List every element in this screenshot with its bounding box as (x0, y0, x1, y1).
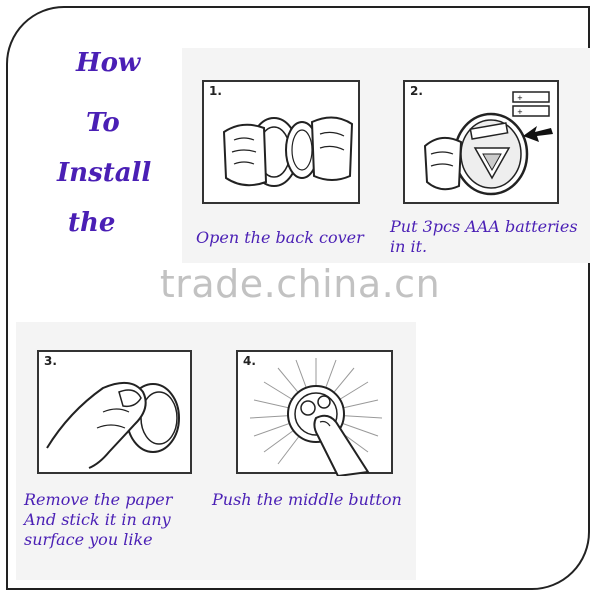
step-4-caption: Push the middle button (212, 490, 402, 509)
finger-pushing-button-icon (249, 358, 383, 476)
svg-text:+: + (517, 108, 523, 116)
step-2-illustration: 2. + + (403, 80, 559, 204)
title-the: the (68, 208, 116, 238)
step-3-illustration: 3. (37, 350, 192, 474)
hand-sticking-light-icon (46, 381, 180, 469)
title-install: Install (57, 158, 152, 188)
title-how: How (76, 48, 141, 78)
battery-insert-icon: + + (423, 91, 553, 196)
page-frame (6, 6, 590, 590)
title-to: To (86, 108, 120, 138)
step-2-number: 2. (410, 84, 423, 98)
step-3-caption: Remove the paper And stick it in any sur… (24, 490, 173, 549)
step-1-illustration: 1. (202, 80, 360, 204)
step-1-caption: Open the back cover (196, 228, 364, 247)
step-4-illustration: 4. (236, 350, 393, 476)
step-4-number: 4. (243, 354, 256, 368)
step-2-caption: Put 3pcs AAA batteries in it. (390, 217, 578, 256)
step-1-number: 1. (209, 84, 222, 98)
step-3-number: 3. (44, 354, 57, 368)
watermark: trade.china.cn (159, 262, 441, 306)
hands-opening-cover-icon (222, 116, 354, 187)
svg-text:+: + (517, 94, 523, 102)
